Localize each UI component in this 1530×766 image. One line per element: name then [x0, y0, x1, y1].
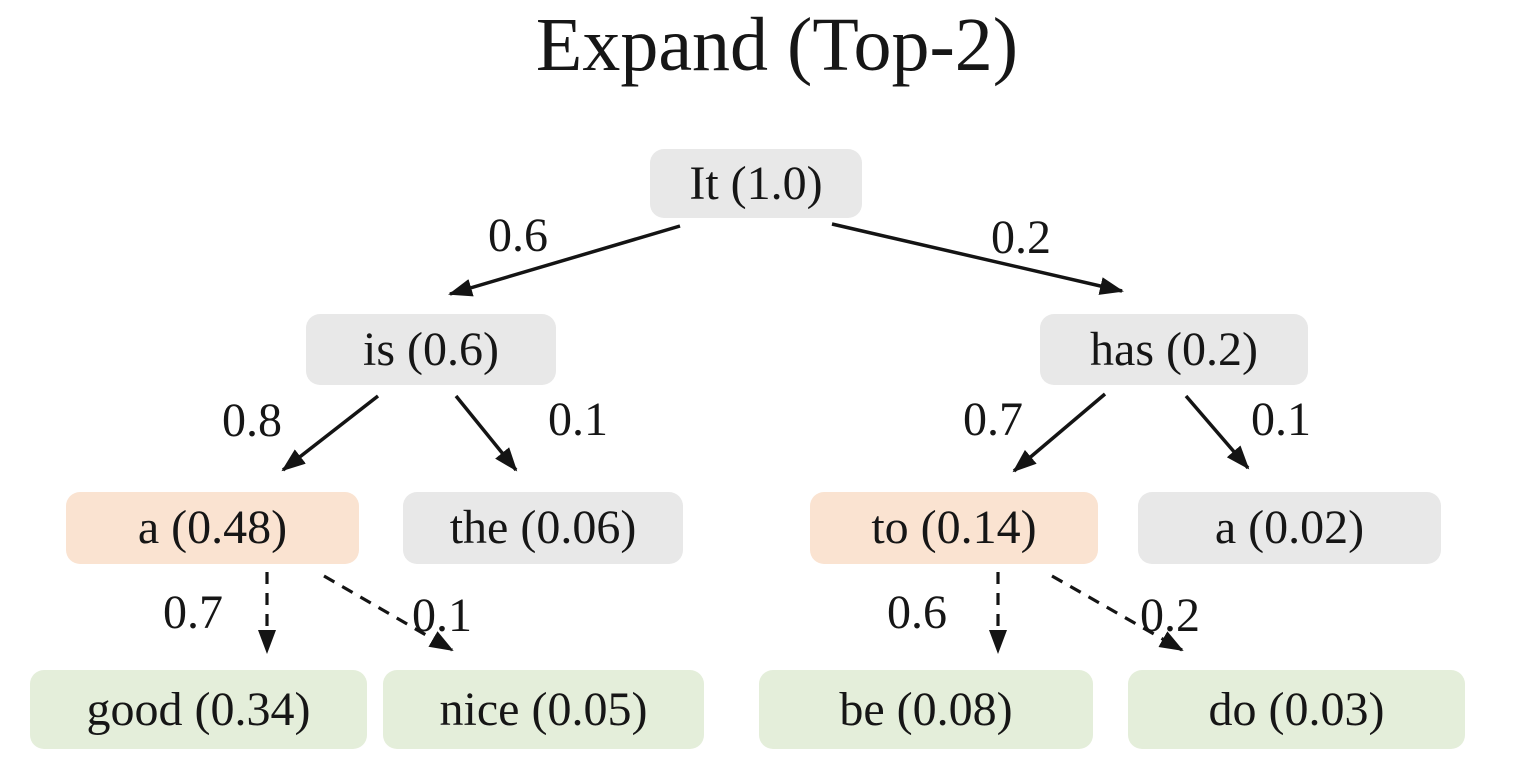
edge-is-the — [454, 394, 518, 472]
tree-node-good: good (0.34) — [30, 670, 367, 749]
edge-label-it-has: 0.2 — [991, 211, 1051, 264]
diagram-title: Expand (Top-2) — [535, 3, 1019, 87]
edge-label-has-a: 0.1 — [1251, 393, 1311, 446]
edge-label-it-is: 0.6 — [488, 209, 548, 262]
edge-label-has-to: 0.7 — [963, 393, 1023, 446]
tree-node-is: is (0.6) — [306, 314, 556, 385]
tree-node-nice: nice (0.05) — [383, 670, 704, 749]
edge-has-to — [1012, 392, 1107, 473]
tree-node-a-048: a (0.48) — [66, 492, 359, 564]
edge-has-a — [1184, 394, 1250, 470]
edge-it-has — [831, 222, 1124, 295]
edge-is-a — [281, 394, 380, 472]
edge-label-to-be: 0.6 — [887, 586, 947, 639]
tree-node-be: be (0.08) — [759, 670, 1093, 749]
edge-label-is-the: 0.1 — [548, 393, 608, 446]
edge-it-is — [448, 224, 681, 297]
edge-to-do — [1051, 574, 1184, 652]
tree-node-it: It (1.0) — [650, 149, 862, 218]
tree-node-the: the (0.06) — [403, 492, 683, 564]
edge-label-to-do: 0.2 — [1140, 589, 1200, 642]
edge-label-is-a: 0.8 — [222, 394, 282, 447]
edge-label-a-good: 0.7 — [163, 586, 223, 639]
edge-label-a-nice: 0.1 — [412, 589, 472, 642]
tree-node-do: do (0.03) — [1128, 670, 1465, 749]
tree-node-a-002: a (0.02) — [1138, 492, 1441, 564]
tree-node-has: has (0.2) — [1040, 314, 1308, 385]
tree-node-to: to (0.14) — [810, 492, 1098, 564]
edge-a-nice — [323, 574, 454, 652]
